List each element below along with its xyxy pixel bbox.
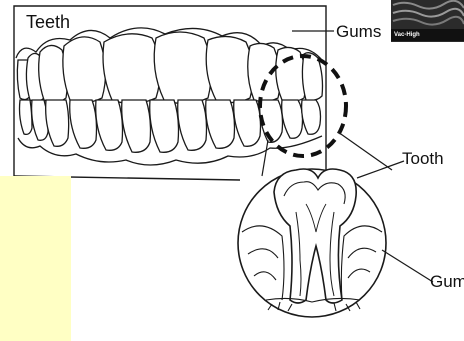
lower-teeth [20,100,321,152]
yellow-panel [0,176,71,341]
gum-leader-line [382,250,433,282]
lower-tooth [302,100,321,134]
upper-tooth [206,36,253,102]
label-gums-top: Gums [336,23,381,40]
upper-tooth [103,34,160,104]
label-teeth: Teeth [26,13,70,31]
lower-tooth [96,100,123,150]
lower-tooth [122,100,151,152]
lower-tooth [178,100,207,150]
lower-tooth [234,100,261,146]
lower-tooth [46,100,69,146]
upper-tooth [63,37,106,103]
tooth-leader-line [357,161,404,178]
lower-tooth [70,100,97,148]
lower-tooth [20,100,33,134]
lower-tooth [150,100,179,152]
badge-text: Vac-High [394,32,420,38]
upper-tooth [154,32,211,104]
lower-tooth [282,100,303,138]
lower-tooth [206,100,235,148]
label-tooth: Tooth [402,150,444,167]
label-gums-bottom: Gum [430,273,464,290]
